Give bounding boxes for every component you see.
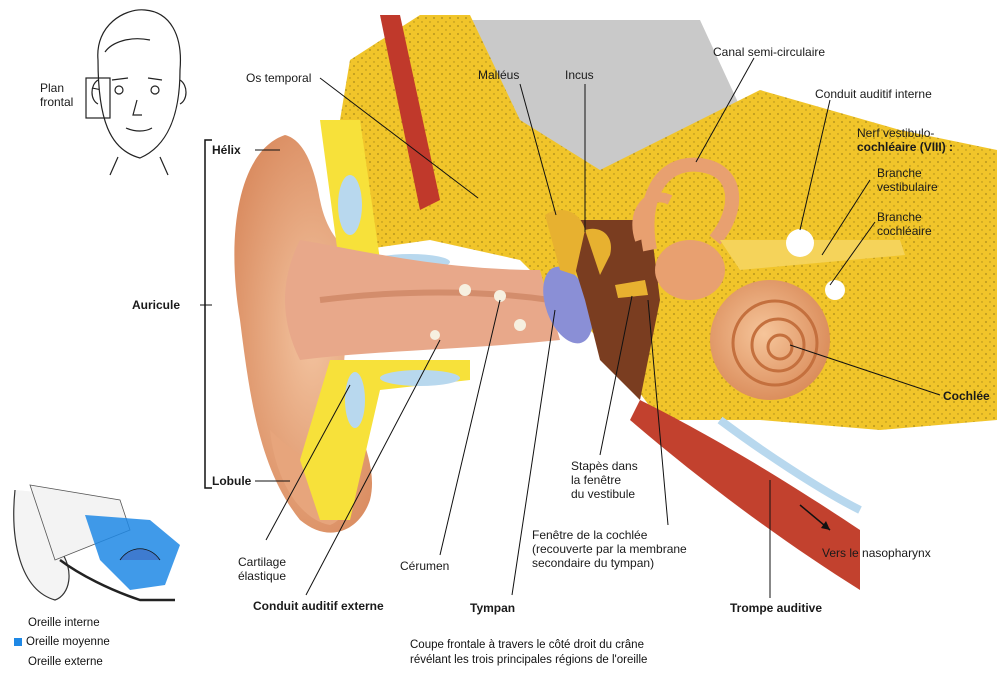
conduit-auditif-interne-label: Conduit auditif interne bbox=[815, 87, 932, 101]
auricule-label: Auricule bbox=[132, 298, 180, 312]
nerf-label-2: cochléaire (VIII) : bbox=[857, 140, 953, 154]
internal-meatus bbox=[786, 229, 814, 257]
malleus-label: Malléus bbox=[478, 68, 519, 82]
conduit-auditif-externe-label: Conduit auditif externe bbox=[253, 599, 384, 613]
cartilage-label-1: Cartilage bbox=[222, 555, 302, 569]
caption-line-1: Coupe frontale à travers le côté droit d… bbox=[410, 638, 647, 653]
nerf-label-1: Nerf vestibulo- bbox=[857, 126, 934, 140]
fenetre-cochlee-label-2: (recouverte par la membrane bbox=[532, 542, 687, 556]
fenetre-cochlee-label-1: Fenêtre de la cochlée bbox=[532, 528, 647, 542]
tympan-label: Tympan bbox=[470, 601, 515, 615]
fenetre-cochlee-label-3: secondaire du tympan) bbox=[532, 556, 654, 570]
cochlee-label: Cochlée bbox=[943, 389, 990, 403]
cerumen-speck bbox=[514, 319, 526, 331]
legend-label: Oreille moyenne bbox=[26, 636, 110, 648]
os-temporal-label: Os temporal bbox=[246, 71, 311, 85]
auricle-bracket bbox=[205, 140, 212, 488]
cerumen-speck bbox=[459, 284, 471, 296]
trompe-auditive-label: Trompe auditive bbox=[730, 601, 822, 615]
cartilage-space bbox=[338, 175, 362, 235]
helix-label: Hélix bbox=[212, 143, 241, 157]
cerumen-label: Cérumen bbox=[400, 559, 449, 573]
caption-line-2: révélant les trois principales régions d… bbox=[410, 653, 647, 668]
legend-inner-ear: Oreille interne bbox=[28, 617, 100, 629]
legend-thumbnail bbox=[8, 478, 188, 613]
legend-outer-ear: Oreille externe bbox=[28, 656, 103, 668]
branche-cochleaire-label-1: Branche bbox=[877, 210, 922, 224]
internal-meatus-2 bbox=[825, 280, 845, 300]
branche-cochleaire-label-2: cochléaire bbox=[877, 224, 932, 238]
cartilage-label-2: élastique bbox=[222, 569, 302, 583]
incus-label: Incus bbox=[565, 68, 594, 82]
legend-middle-ear: Oreille moyenne bbox=[14, 636, 110, 648]
stapes-label-1: Stapès dans bbox=[571, 459, 638, 473]
legend-swatch-blue bbox=[14, 638, 22, 646]
legend-label: Oreille interne bbox=[28, 617, 100, 629]
branche-vestibulaire-label-1: Branche bbox=[877, 166, 922, 180]
stapes-label-2: la fenêtre bbox=[571, 473, 621, 487]
plan-frontal-label-1: Plan bbox=[40, 81, 64, 95]
figure-caption: Coupe frontale à travers le côté droit d… bbox=[410, 638, 647, 668]
canal-semicirculaire-label: Canal semi-circulaire bbox=[713, 45, 825, 59]
head-thumbnail bbox=[86, 10, 186, 175]
plan-frontal-label-2: frontal bbox=[40, 95, 73, 109]
vestibule bbox=[655, 240, 725, 300]
nasopharynx-label: Vers le nasopharynx bbox=[822, 546, 931, 560]
cartilage-space bbox=[345, 372, 365, 428]
branche-vestibulaire-label-2: vestibulaire bbox=[877, 180, 938, 194]
cerumen-speck bbox=[430, 330, 440, 340]
legend-label: Oreille externe bbox=[28, 656, 103, 668]
stapes-label-3: du vestibule bbox=[571, 487, 635, 501]
lobule-label: Lobule bbox=[212, 474, 251, 488]
